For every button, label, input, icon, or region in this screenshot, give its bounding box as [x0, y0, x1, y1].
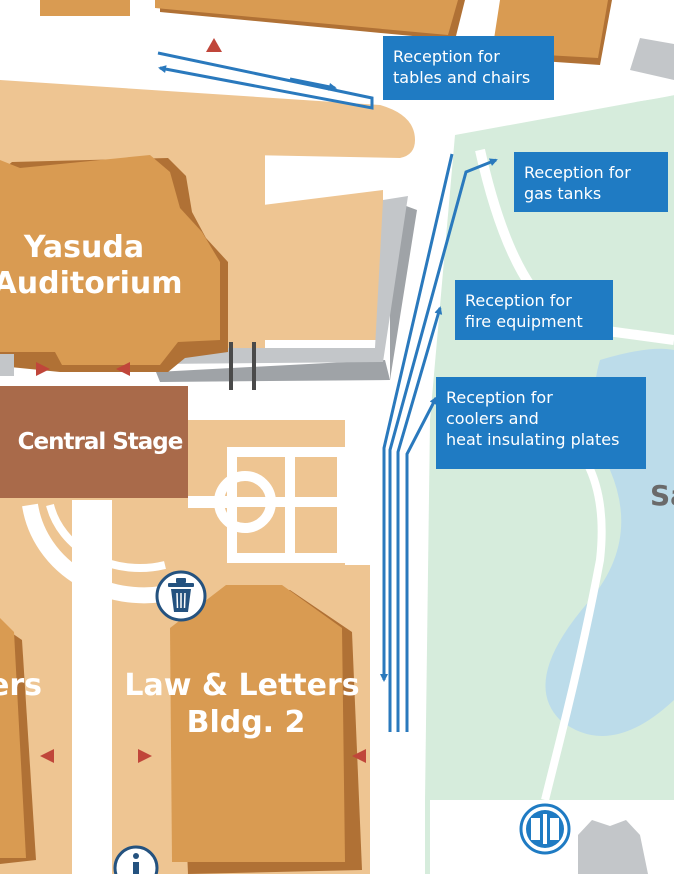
route-arrow-fire-equipment: [396, 306, 443, 732]
route-arrow-coolers: [405, 396, 438, 732]
route-arrow-gas-tanks: [388, 158, 498, 732]
route-arrow-tables-chairs-mid: [289, 77, 337, 91]
gate-post: [229, 342, 233, 390]
callout-coolers: Reception for coolers and heat insulatin…: [436, 377, 646, 469]
callout-line: coolers and: [446, 409, 539, 428]
left-building-label: ers: [0, 668, 42, 703]
route-arrow-walkway: [380, 153, 454, 682]
law-letters-bldg2: [170, 585, 345, 862]
central-stage: Central Stage: [0, 386, 188, 498]
route-arrow-tables-chairs: [157, 51, 374, 110]
plaza-band: [0, 80, 415, 158]
central-stage-label: Central Stage: [17, 429, 184, 455]
building-top: [155, 0, 458, 35]
callout-line: Reception for: [465, 291, 572, 310]
gray-structure: [578, 820, 648, 874]
gray-structure: [156, 196, 408, 364]
callout-line: gas tanks: [524, 184, 602, 203]
entrance-marker: [116, 362, 130, 376]
entrance-marker: [138, 749, 152, 763]
right-building-label: Sa: [650, 479, 674, 512]
callout-line: heat insulating plates: [446, 430, 620, 449]
trash-can-icon: [155, 570, 207, 622]
building-top-left: [40, 0, 130, 16]
gray-structure: [630, 38, 674, 80]
plaza-courtyard: [263, 190, 383, 340]
callout-line: Reception for: [393, 47, 500, 66]
callout-fire-equipment: Reception for fire equipment: [455, 280, 613, 340]
entrance-marker: [40, 749, 54, 763]
callout-tables-chairs: Reception for tables and chairs: [383, 36, 554, 100]
yasuda-label-line2: Auditorium: [0, 266, 182, 301]
building-left-edge: [0, 354, 14, 376]
restroom-icon: [519, 803, 571, 855]
law-letters-label-line2: Bldg. 2: [187, 705, 306, 740]
law-letters-label-line1: Law & Letters: [124, 668, 359, 703]
info-icon: [113, 845, 159, 874]
yasuda-auditorium: [0, 155, 220, 365]
callout-line: Reception for: [446, 388, 553, 407]
callout-line: fire equipment: [465, 312, 583, 331]
entrance-marker: [36, 362, 50, 376]
callout-line: Reception for: [524, 163, 631, 182]
callout-gas-tanks: Reception for gas tanks: [514, 152, 668, 212]
walkway-main: [72, 500, 112, 874]
callout-line: tables and chairs: [393, 68, 531, 87]
gate-post: [252, 342, 256, 390]
entrance-marker: [206, 38, 222, 52]
entrance-marker: [352, 749, 366, 763]
yasuda-label-line1: Yasuda: [23, 230, 144, 265]
left-building: [0, 618, 26, 858]
